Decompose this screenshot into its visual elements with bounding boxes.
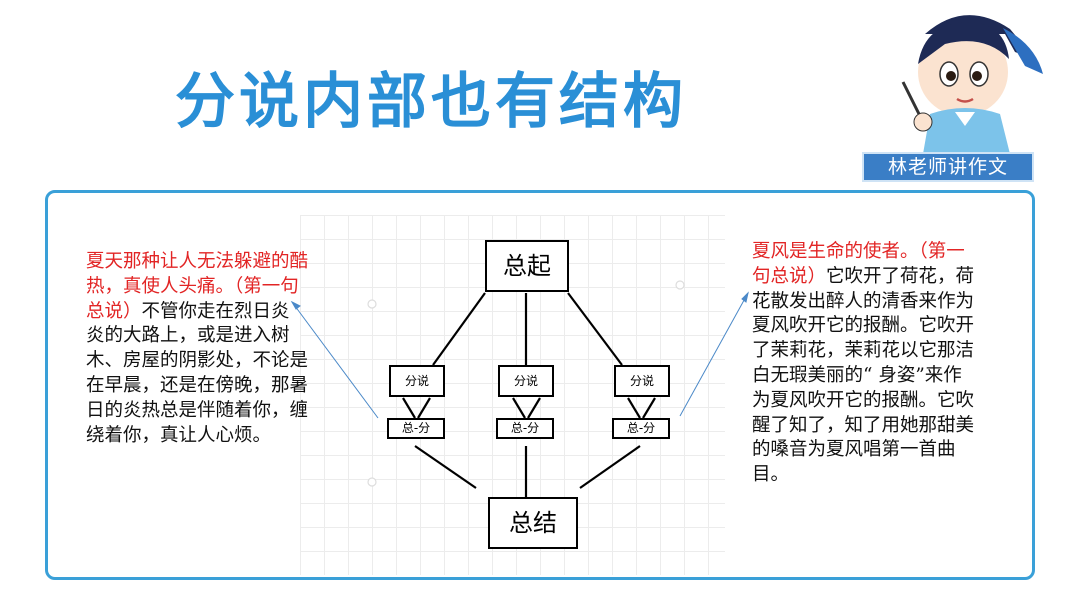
diagram-node-branch: 分说 [614, 365, 670, 397]
diagram-node-sub: 总-分 [387, 418, 445, 439]
diagram-node-start: 总起 [485, 240, 569, 292]
diagram-node-branch: 分说 [498, 365, 554, 397]
diagram-node-sub: 总-分 [612, 418, 670, 439]
diagram-node-branch: 分说 [389, 365, 445, 397]
right-example-text: 夏风是生命的使者。（第一句总说）它吹开了荷花，荷花散发出醉人的清香来作为夏风吹开… [752, 240, 977, 488]
diagram-node-sub: 总-分 [496, 418, 554, 439]
left-example-text: 夏天那种让人无法躲避的酷热，真使人头痛。（第一句总说）不管你走在烈日炎炎的大路上… [86, 250, 308, 448]
right-body-text: 它吹开了荷花，荷花散发出醉人的清香来作为夏风吹开它的报酬。它吹开了茉莉花，茉莉花… [752, 266, 974, 485]
diagram-node-end: 总结 [488, 497, 578, 549]
left-body-text: 不管你走在烈日炎炎的大路上，或是进入树木、房屋的阴影处，不论是在早晨，还是在傍晚… [86, 301, 308, 446]
